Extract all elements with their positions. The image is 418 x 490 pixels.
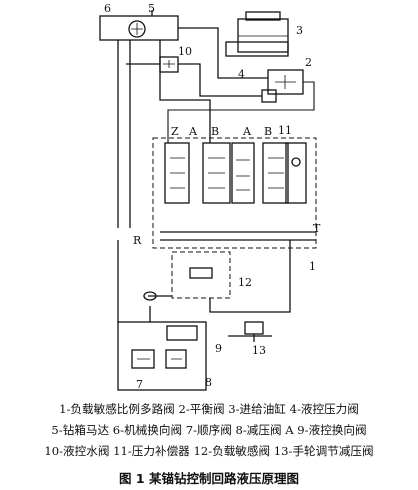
port-t: T [313, 222, 321, 235]
callout-3: 3 [296, 24, 303, 37]
callout-13: 13 [252, 344, 266, 357]
pilot-reversing-valve [166, 325, 198, 341]
callout-1: 1 [309, 260, 316, 273]
callout-2: 2 [305, 56, 312, 69]
port-b-right: B [264, 125, 272, 138]
proportional-multiway-valve [152, 137, 317, 249]
figure-title: 图 1 某锚钻控制回路液压原理图 [119, 471, 299, 486]
feed-cylinder [237, 18, 289, 53]
load-sensing-valve [171, 251, 231, 299]
pressure-compensator [285, 142, 307, 204]
handwheel-reducing-valve [244, 321, 264, 335]
callout-6: 6 [104, 2, 111, 15]
callout-5: 5 [148, 2, 155, 15]
legend-line-1: 1-负载敏感比例多路阀 2-平衡阀 3-进给油缸 4-液控压力阀 [59, 402, 359, 416]
pilot-pressure-valve [261, 89, 277, 103]
reducing-valve-a [165, 349, 187, 369]
callout-4: 4 [238, 68, 245, 81]
legend-line-3: 10-液控水阀 11-压力补偿器 12-负载敏感阀 13-手轮调节减压阀 [44, 444, 374, 458]
sequence-valve [131, 349, 155, 369]
drill-box-motor [128, 20, 146, 38]
callout-12: 12 [238, 276, 252, 289]
port-b-left: B [211, 125, 219, 138]
callout-10: 10 [178, 45, 192, 58]
port-r: R [133, 234, 142, 247]
legend-line-2: 5-钻箱马达 6-机械换向阀 7-顺序阀 8-减压阀 A 9-液控换向阀 [51, 423, 367, 437]
port-a-right: A [242, 125, 252, 138]
callout-11: 11 [278, 124, 292, 137]
callout-7: 7 [136, 378, 143, 391]
port-a-left: A [188, 125, 198, 138]
callout-8: 8 [205, 376, 212, 389]
port-z: Z [171, 125, 179, 138]
callout-9: 9 [215, 342, 222, 355]
